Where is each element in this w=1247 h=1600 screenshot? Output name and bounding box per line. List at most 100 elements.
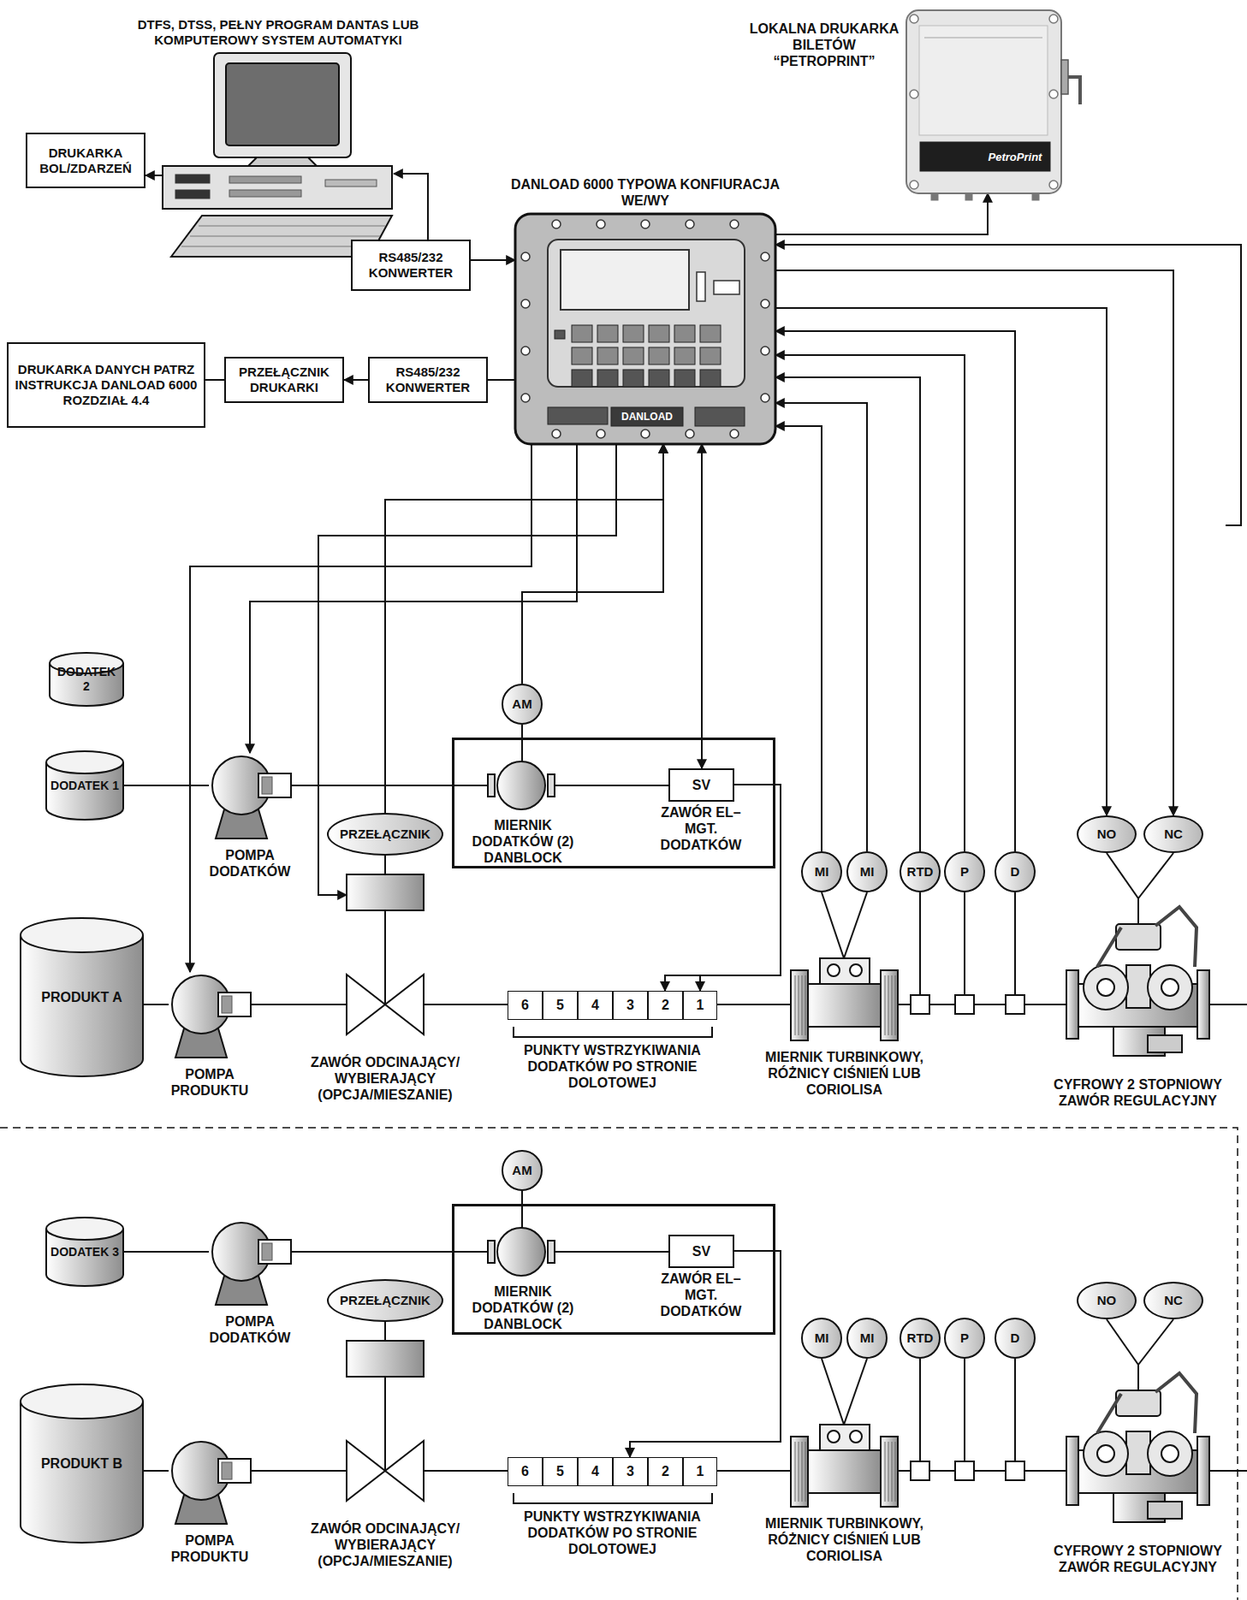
node-text: 1: [683, 1463, 717, 1480]
node-text: RS485/232 KONWERTER: [369, 364, 487, 396]
equipment-symbol: PUNKTY WSTRZYKIWANIA DODATKÓW PO STRONIE…: [507, 992, 718, 1019]
node-text: 5: [543, 1463, 577, 1480]
pipe-outlet: [1209, 1471, 1247, 1473]
connector: [470, 259, 516, 262]
node-text: DRUKARKA BOL/ZDARZEŃ: [27, 145, 144, 177]
connector: [843, 892, 867, 959]
node-text: AM: [503, 1163, 541, 1179]
control-valve: [1066, 1365, 1210, 1523]
connector: [1106, 1319, 1139, 1366]
connector: [290, 784, 452, 787]
equipment-symbol: DODATEK 1: [46, 751, 124, 820]
node-text: SV: [670, 1243, 733, 1260]
node-text: AM: [503, 696, 541, 713]
controller-housing: [515, 213, 776, 445]
node-text: 4: [578, 997, 612, 1014]
wire: [775, 244, 1242, 526]
equipment-symbol: POMPA PRODUKTU: [168, 972, 251, 1060]
connector: [423, 1470, 508, 1473]
control-valve: [1066, 898, 1210, 1057]
node-label: DANLOAD 6000 TYPOWA KONFIURACJA WE/WY: [504, 176, 787, 209]
instrument-circle: MI: [846, 1318, 888, 1360]
pump-symbol: [172, 975, 251, 1058]
connector: [1138, 853, 1174, 899]
injection-point: 1: [682, 991, 718, 1021]
connector: [190, 444, 532, 973]
bracket: [513, 1027, 713, 1038]
node-text: 2: [648, 997, 683, 1014]
node-label: PUNKTY WSTRZYKIWANIA DODATKÓW PO STRONIE…: [505, 1042, 720, 1093]
connector: [393, 173, 428, 240]
node-label: POMPA DODATKÓW: [202, 847, 297, 880]
connector: [249, 444, 577, 754]
node-text: PRZEŁĄCZNIK DRUKARKI: [225, 364, 343, 396]
node-label: DTFS, DTSS, PEŁNY PROGRAM DANTAS LUB KOM…: [106, 17, 450, 48]
connector: [1138, 1319, 1174, 1366]
connector: [521, 724, 523, 738]
injection-point: 6: [507, 1457, 543, 1487]
tank-symbol: [49, 653, 124, 707]
process-box: RS485/232 KONWERTER: [368, 356, 488, 404]
instrument-circle: AM: [501, 1150, 543, 1192]
connector: [250, 1470, 347, 1473]
instrument-circle: MI: [801, 851, 843, 893]
process-box: DRUKARKA BOL/ZDARZEŃ: [25, 132, 146, 189]
node-text: P: [945, 864, 984, 880]
node-text: RS485/232 KONWERTER: [352, 249, 470, 281]
additive-meter: [451, 1204, 669, 1277]
node-text: 2: [648, 1463, 683, 1480]
node-text: PRZEŁĄCZNIK: [328, 1293, 442, 1309]
node-label: MIERNIK TURBINKOWY, RÓŻNICY CIŚNIEŃ LUB …: [733, 1515, 957, 1566]
node-text: 3: [613, 997, 648, 1014]
instrument-circle: D: [994, 851, 1036, 893]
valve-symbol: [346, 874, 424, 1035]
injection-point: 1: [682, 1457, 718, 1487]
equipment-symbol: LOKALNA DRUKARKA BILETÓW “PETROPRINT”: [906, 10, 1062, 194]
connector: [629, 1251, 781, 1458]
tank-symbol: [20, 918, 143, 1077]
node-label: ZAWÓR ODCINAJĄCY/ WYBIERAJĄCY (OPCJA/MIE…: [282, 1520, 488, 1571]
node-text: RTD: [901, 1330, 939, 1347]
process-box: SVZAWÓR EL–MGT. DODATKÓW: [668, 768, 735, 802]
valve-symbol: [346, 1341, 424, 1502]
connector: [1106, 853, 1139, 899]
connector: [385, 444, 664, 814]
equipment-symbol: CYFROWY 2 STOPNIOWY ZAWÓR REGULACYJNY: [1066, 1365, 1210, 1537]
connector: [384, 855, 386, 875]
connector: [775, 308, 1107, 816]
connector: [775, 403, 867, 852]
node-text: NO: [1078, 1293, 1135, 1309]
injection-point: 3: [612, 1457, 648, 1487]
node-text: MI: [848, 864, 886, 880]
connector: [487, 379, 516, 381]
bracket: [513, 1493, 713, 1504]
connector: [522, 444, 664, 684]
connector: [821, 1359, 844, 1426]
connector: [250, 1003, 347, 1006]
node-text: SV: [670, 777, 733, 794]
node-text: PRZEŁĄCZNIK: [328, 826, 442, 843]
device-brand: DANLOAD: [611, 409, 683, 425]
signal-oval: NC: [1143, 1282, 1204, 1320]
process-box: RS485/232 KONWERTER: [350, 239, 471, 291]
ticket-printer: [906, 10, 1081, 201]
node-label: MIERNIK DODATKÓW (2) DANBLOCK: [471, 1283, 575, 1334]
node-text: MI: [848, 1330, 886, 1347]
connector: [775, 193, 988, 235]
node-text: D: [996, 864, 1034, 880]
injection-point: 3: [612, 991, 648, 1021]
injection-point: 5: [542, 1457, 578, 1487]
node-label: ZAWÓR ODCINAJĄCY/ WYBIERAJĄCY (OPCJA/MIE…: [282, 1054, 488, 1105]
equipment-symbol: PUNKTY WSTRZYKIWANIA DODATKÓW PO STRONIE…: [507, 1459, 718, 1485]
connector: [700, 444, 703, 769]
equipment-symbol: MIERNIK TURBINKOWY, RÓŻNICY CIŚNIEŃ LUB …: [790, 1425, 898, 1508]
connector: [142, 1003, 169, 1006]
sensor-tap: [910, 1359, 1025, 1481]
meter-block: MIERNIK DODATKÓW (2) DANBLOCKSVZAWÓR EL–…: [451, 1204, 776, 1336]
node-text: DRUKARKA DANYCH PATRZ INSTRUKCJA DANLOAD…: [8, 362, 204, 409]
computer: [162, 53, 392, 257]
equipment-symbol: CYFROWY 2 STOPNIOWY ZAWÓR REGULACYJNY: [1066, 898, 1210, 1070]
tank-symbol: [46, 751, 124, 820]
